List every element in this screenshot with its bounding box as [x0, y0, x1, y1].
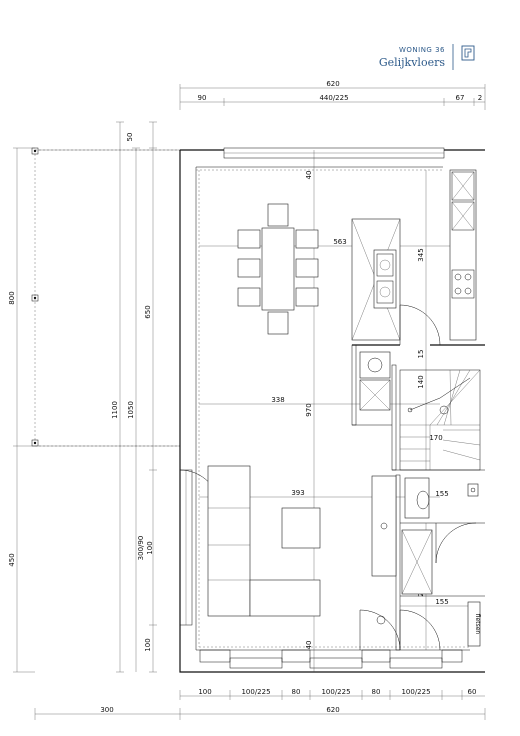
- dim-stair-c: 15: [417, 350, 425, 359]
- dining-set: [237, 203, 319, 335]
- dim-hall-e: 155: [435, 598, 448, 606]
- dim-left-total: 1100: [111, 401, 119, 419]
- dim-bottom-6: 100/225: [401, 688, 430, 696]
- dim-kitchen-width: 563: [333, 238, 346, 246]
- dim-left-door: 300/90: [137, 536, 145, 561]
- plan-icon: [461, 45, 475, 61]
- dim-bottom-total: 620: [326, 706, 339, 714]
- dim-bottom-terrace: 300: [100, 706, 113, 714]
- dim-inner-top: 40: [305, 171, 313, 180]
- bike-storage-label: fietsen: [474, 614, 481, 635]
- dim-left-lower: 450: [8, 553, 16, 566]
- dim-bottom-7: 60: [468, 688, 477, 696]
- building-walls: [179, 147, 485, 673]
- dim-top-right-b: 2: [478, 94, 482, 102]
- dim-hall-c: 155: [435, 490, 448, 498]
- dim-bottom-1: 100: [198, 688, 211, 696]
- dim-stair-a: 140: [417, 375, 425, 388]
- living-set: [207, 465, 321, 617]
- dim-left-mid: 650: [144, 305, 152, 318]
- project-name: WONING 36: [399, 46, 445, 54]
- coat-cabinet: [371, 475, 397, 625]
- dim-top-window: 440/225: [319, 94, 348, 102]
- top-dimensions: 620 90 440/225 67 2: [179, 80, 486, 110]
- kitchen-island: [351, 218, 401, 341]
- bike-storage: fietsen: [467, 601, 481, 647]
- dim-inner-bottom: 40: [305, 641, 313, 650]
- dim-bottom-3: 80: [292, 688, 301, 696]
- kitchen-counter: [449, 169, 477, 341]
- staircase: [399, 369, 481, 471]
- title-block: WONING 36 Gelijkvloers: [379, 44, 475, 70]
- utility-room: [359, 351, 391, 411]
- wc: [404, 477, 479, 519]
- dim-left-door-b: 100: [146, 541, 154, 554]
- dim-left-top: 50: [126, 133, 134, 142]
- dim-bottom-2: 100/225: [241, 688, 270, 696]
- dim-left-outer: 800: [8, 291, 16, 304]
- terrace: [31, 147, 181, 447]
- dim-living-width: 393: [291, 489, 304, 497]
- dim-bottom-4: 100/225: [321, 688, 350, 696]
- dim-dining-width: 338: [271, 396, 284, 404]
- dim-left-inner: 1050: [127, 401, 135, 419]
- dim-top-left: 90: [198, 94, 207, 102]
- bottom-dimensions: 100 100/225 80 100/225 80 100/225 60 300…: [34, 688, 486, 720]
- dim-top-total: 620: [326, 80, 339, 88]
- dim-bottom-5: 80: [372, 688, 381, 696]
- dim-kitchen-depth: 345: [417, 248, 425, 261]
- left-dimensions: 800 450 1100 1050 50 650 300/90 100 100: [8, 121, 157, 673]
- closet: [401, 529, 433, 595]
- dim-left-bottom: 100: [144, 638, 152, 651]
- dim-inner-height: 970: [305, 403, 313, 416]
- floor-name: Gelijkvloers: [379, 56, 446, 69]
- dim-top-right-a: 67: [456, 94, 465, 102]
- dim-stair-b: 170: [429, 434, 442, 442]
